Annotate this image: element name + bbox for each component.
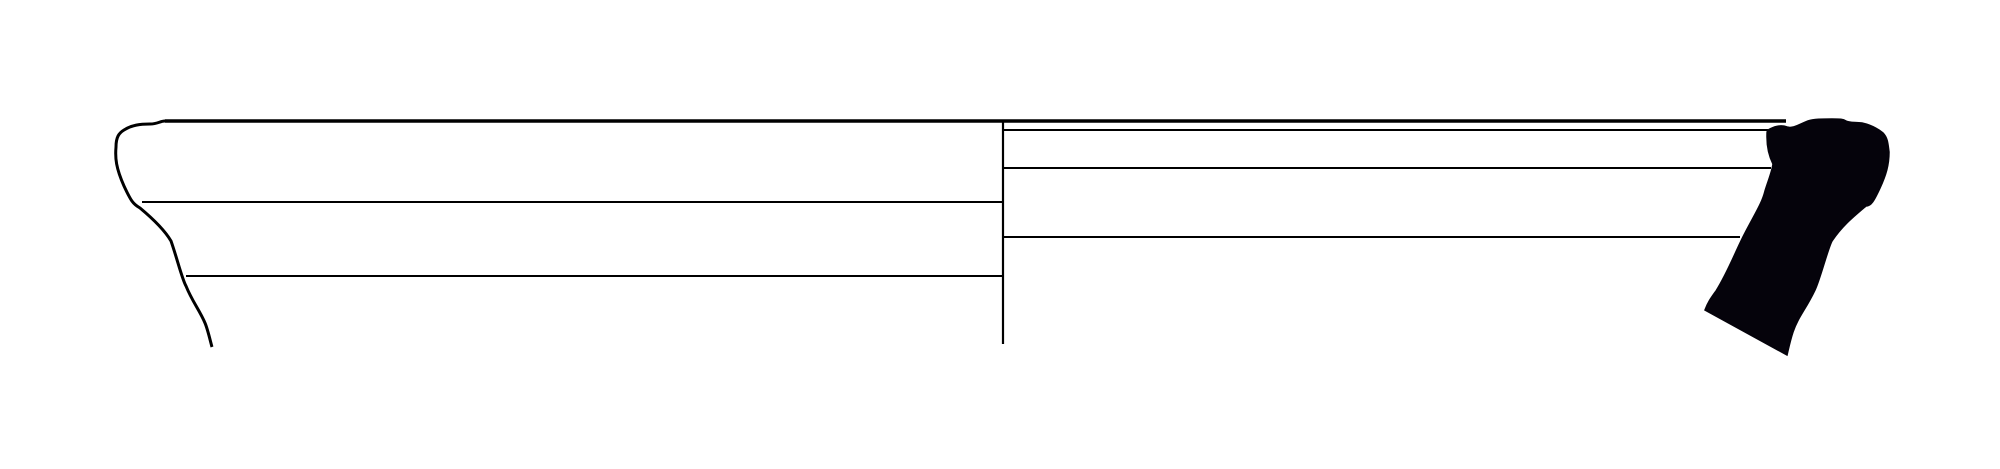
exterior-profile-outline — [114, 119, 214, 348]
wall-section-fill — [1704, 118, 1890, 357]
